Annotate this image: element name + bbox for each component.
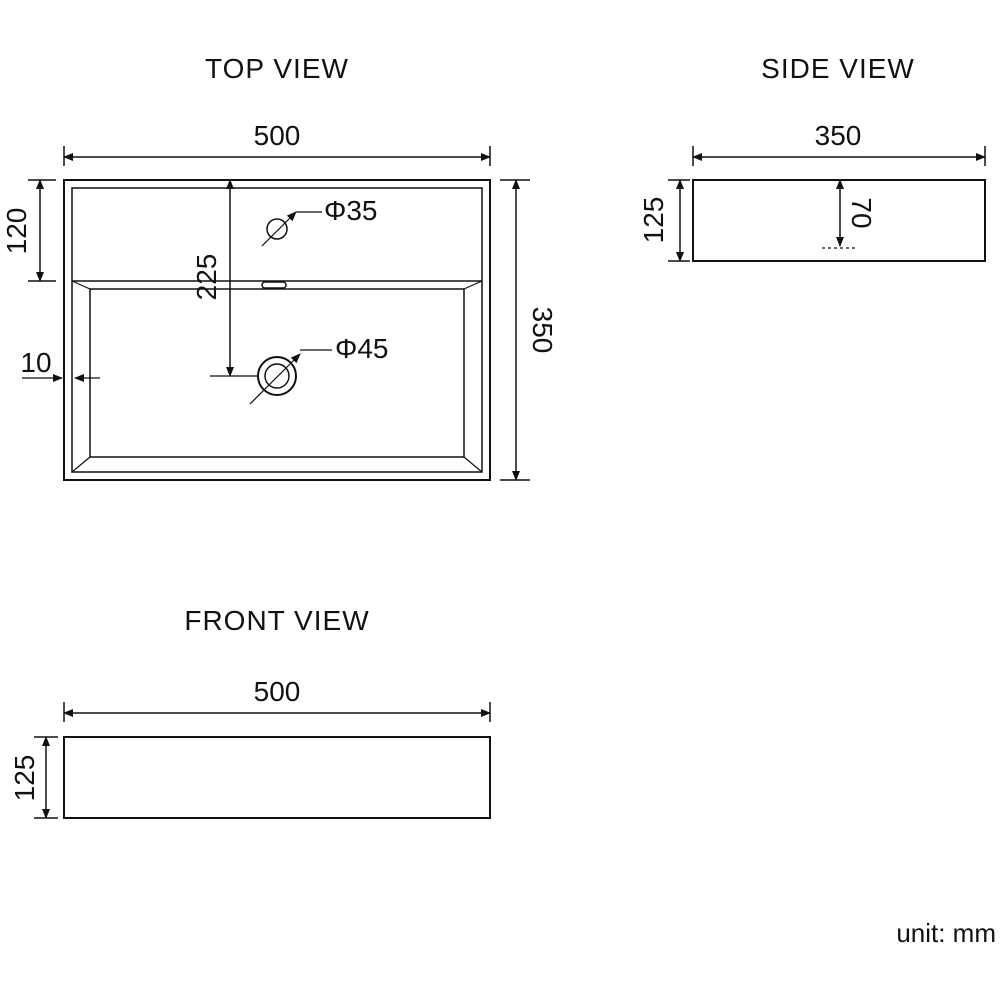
bowl-depth-label: 70: [846, 197, 877, 228]
bowl-corner-bl: [71, 456, 91, 473]
top-view: TOP VIEW 500 Φ35 Φ45 225: [1, 53, 558, 481]
basin-outline: [63, 179, 491, 481]
drain-hole-label: Φ45: [335, 333, 388, 364]
side-view-title: SIDE VIEW: [761, 53, 915, 84]
bowl-corner-tl: [71, 280, 91, 290]
drain-hole-outer: [257, 356, 297, 396]
top-view-title: TOP VIEW: [205, 53, 349, 84]
tap-hole: [266, 218, 288, 240]
bowl-corner-tr: [463, 280, 483, 290]
top-width-label: 500: [254, 120, 301, 151]
front-view-title: FRONT VIEW: [184, 605, 369, 636]
front-outline: [63, 736, 491, 819]
drain-offset-label: 225: [191, 254, 222, 301]
bowl-corner-br: [463, 456, 483, 473]
overflow-slot: [261, 281, 287, 289]
front-length-label: 500: [254, 676, 301, 707]
side-view: SIDE VIEW 350 125 70: [638, 53, 986, 262]
tap-hole-leader: [261, 211, 297, 247]
front-height-label: 125: [9, 755, 40, 802]
drain-hole-inner: [264, 363, 290, 389]
drain-hole-leader: [249, 353, 301, 405]
shelf-depth-label: 120: [1, 208, 32, 255]
side-length-label: 350: [815, 120, 862, 151]
depth-label: 350: [527, 307, 558, 354]
side-height-label: 125: [638, 197, 669, 244]
front-view: FRONT VIEW 500 125: [9, 605, 491, 819]
tap-hole-label: Φ35: [324, 195, 377, 226]
side-outline: [692, 179, 986, 262]
bowl-floor: [89, 288, 465, 458]
rim-thickness-label: 10: [20, 347, 51, 378]
unit-note: unit: mm: [896, 918, 996, 948]
basin-rim: [71, 187, 483, 473]
